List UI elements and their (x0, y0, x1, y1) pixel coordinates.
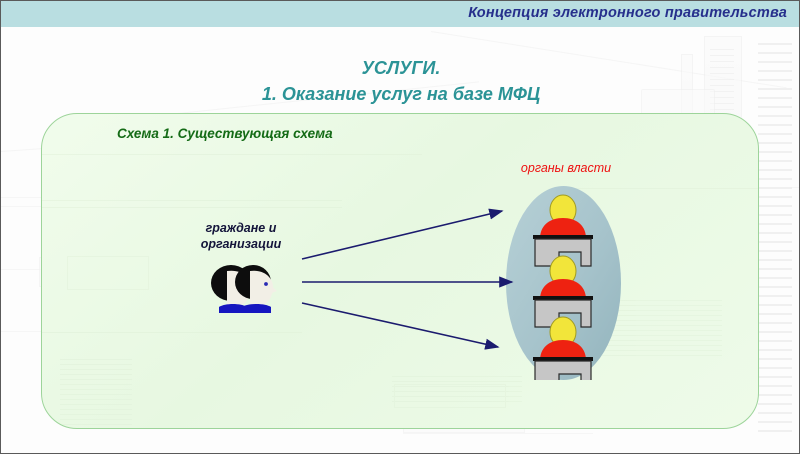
authorities-group (506, 186, 621, 389)
official-desk-2 (533, 255, 593, 328)
header-band (1, 1, 799, 27)
authorities-label: органы власти (520, 161, 612, 175)
citizens-label: граждане и организации (200, 221, 282, 251)
official-desk-1 (533, 194, 593, 267)
arrow-top (301, 208, 504, 260)
person-front (235, 265, 277, 313)
flow-arrows (296, 191, 526, 351)
header-title: Концепция электронного правительства (468, 5, 787, 21)
page-title: УСЛУГИ. 1. Оказание услуг на базе МФЦ (261, 58, 541, 104)
panel-title: Схема 1. Существующая схема (117, 126, 333, 141)
arrow-bottom (301, 302, 500, 350)
citizens-icon (197, 263, 287, 319)
